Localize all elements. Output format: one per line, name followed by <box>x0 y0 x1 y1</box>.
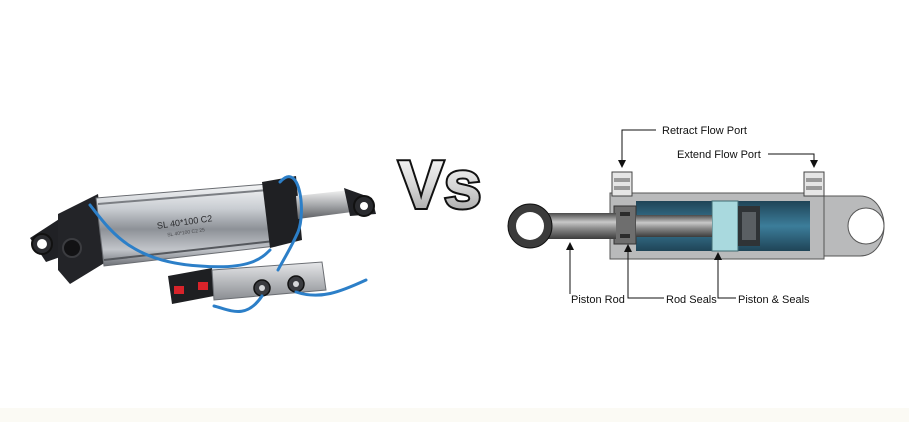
cylinder-engraving-subtext: SL 40*100 C2 25 <box>167 227 206 238</box>
label-piston-and-seals: Piston & Seals <box>738 294 810 306</box>
pneumatic-cylinder-illustration: SL 40*100 C2 SL 40*100 C2 25 <box>30 175 376 313</box>
front-end-cap <box>262 176 302 248</box>
right-piston-rod-inner <box>636 215 712 237</box>
retract-port-fitting <box>611 171 633 197</box>
footer-strip <box>0 408 909 422</box>
label-rod-seals: Rod Seals <box>666 294 717 306</box>
piston <box>711 200 739 252</box>
rod-seals <box>613 205 637 245</box>
rear-eye-mount <box>817 195 885 257</box>
callout-lines <box>566 129 818 299</box>
label-extend-flow-port: Extend Flow Port <box>677 149 761 161</box>
valve-red-button <box>198 282 208 290</box>
right-piston-rod <box>540 213 616 239</box>
rear-port <box>62 238 82 258</box>
air-hoses <box>88 175 368 313</box>
vs-label: Vs <box>398 147 481 223</box>
extend-port-fitting <box>803 171 825 197</box>
valve-manifold <box>168 261 327 304</box>
rear-end-cap <box>58 194 106 284</box>
left-piston-rod <box>296 190 352 219</box>
rod-end-eye <box>507 203 553 249</box>
label-retract-flow-port: Retract Flow Port <box>662 125 747 137</box>
valve-red-button <box>174 286 184 294</box>
rod-end-clevis <box>344 188 376 217</box>
label-piston-rod: Piston Rod <box>571 294 625 306</box>
hydraulic-cylinder-diagram: Retract Flow Port Extend Flow Port Pisto… <box>507 125 885 306</box>
